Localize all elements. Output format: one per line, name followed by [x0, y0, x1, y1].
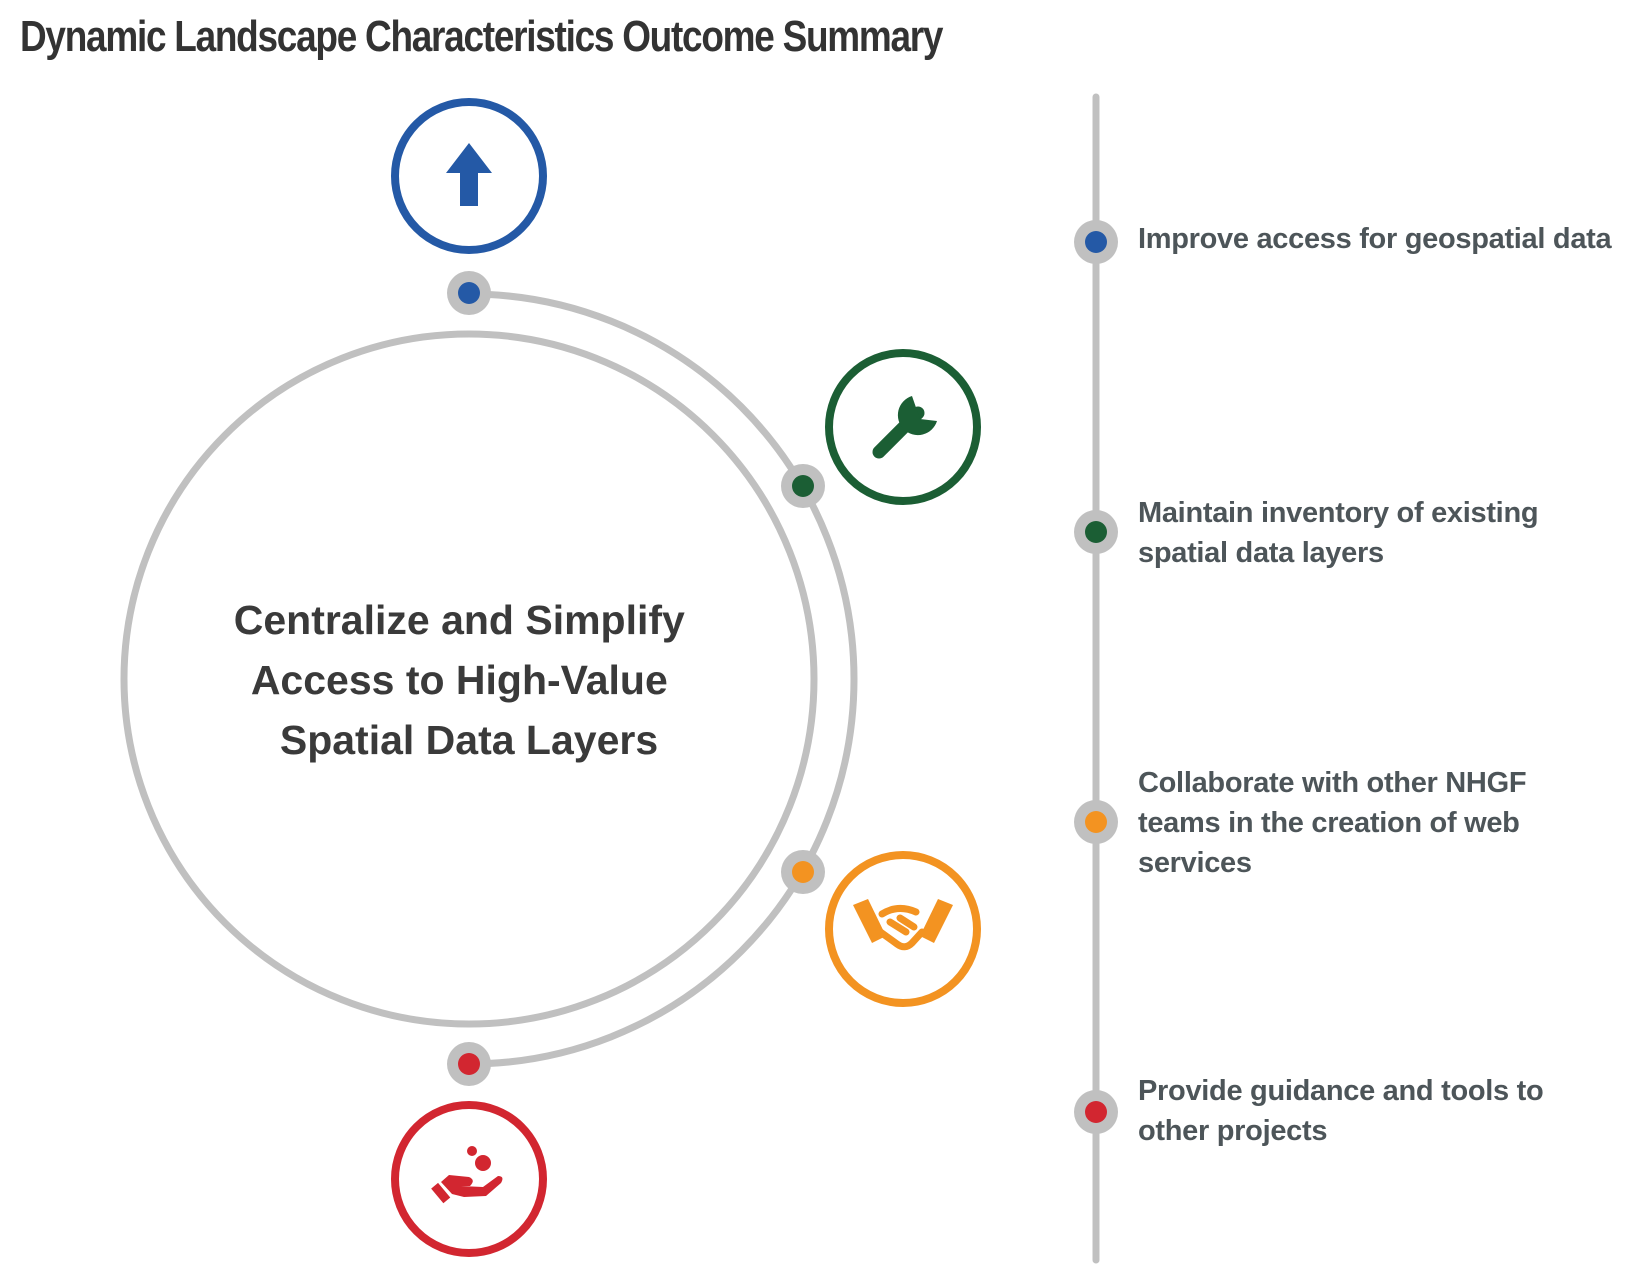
timeline-node-red: [1074, 1090, 1118, 1134]
center-title-line: Access to High-Value: [251, 657, 668, 703]
outcome-label-provide-guidance: Provide guidance and tools to other proj…: [1138, 1075, 1544, 1147]
up-arrow-icon: [391, 98, 547, 254]
outcome-label-maintain-inventory: Maintain inventory of existing spatial d…: [1138, 497, 1539, 569]
arc-node-green: [781, 464, 825, 508]
timeline-node-green: [1074, 510, 1118, 554]
helping-hand-icon: [391, 1101, 547, 1257]
outcome-label-improve-access: Improve access for geospatial data: [1138, 223, 1612, 255]
arc-node-red: [447, 1042, 491, 1086]
center-title: Centralize and Simplify Access to High-V…: [234, 597, 697, 763]
timeline-node-blue: [1074, 220, 1118, 264]
center-title-line: Centralize and Simplify: [234, 597, 685, 643]
center-title-line: Spatial Data Layers: [280, 717, 658, 763]
page-title: Dynamic Landscape Characteristics Outcom…: [20, 12, 943, 61]
outer-arc: [468, 290, 858, 1068]
outcome-label-collaborate: Collaborate with other NHGF teams in the…: [1138, 767, 1527, 879]
handshake-icon: [825, 851, 981, 1007]
wrench-icon: [825, 349, 981, 505]
center-circle: [120, 330, 818, 1028]
arc-node-blue: [447, 271, 491, 315]
timeline-node-orange: [1074, 800, 1118, 844]
arc-node-orange: [781, 850, 825, 894]
